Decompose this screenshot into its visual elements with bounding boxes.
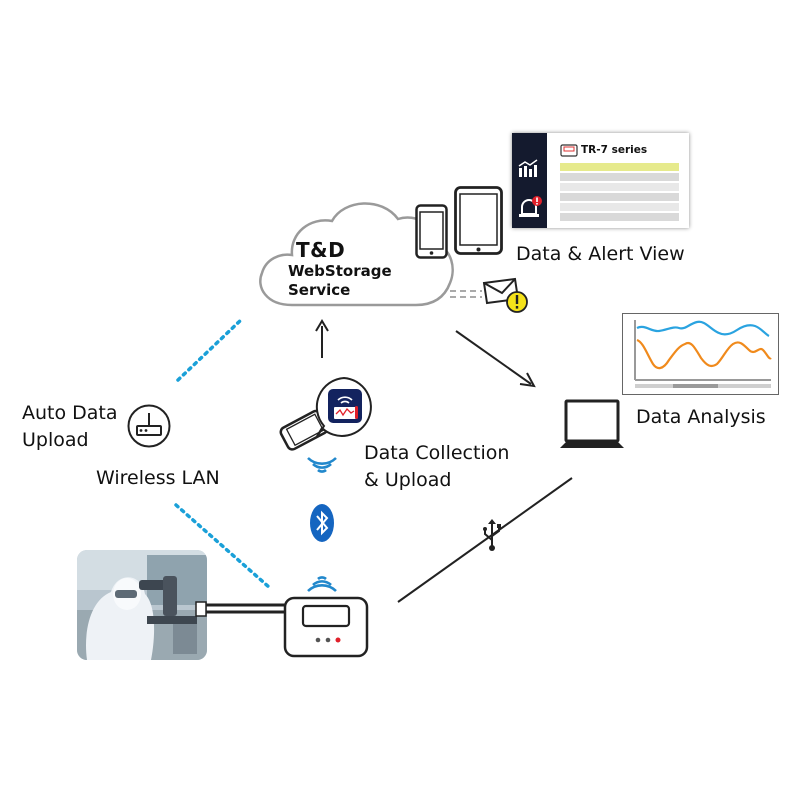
wireless-lan-label: Wireless LAN (96, 467, 220, 489)
bar-chart-icon (518, 159, 538, 177)
alarm-bell-icon (519, 196, 542, 217)
chart-blue-series (636, 320, 770, 337)
cloud-title-line3: Service (288, 281, 351, 299)
logger-mini-icon (560, 144, 578, 157)
table-row (560, 173, 679, 181)
cleanroom-photo (77, 550, 207, 660)
data-analysis-label: Data Analysis (636, 406, 766, 428)
data-collection-label-line1: Data Collection (364, 442, 510, 464)
data-alert-view-label: Data & Alert View (516, 243, 685, 265)
table-row (560, 163, 679, 171)
warning-icon (506, 291, 528, 313)
analysis-chart (634, 320, 772, 388)
usb-link-line (397, 477, 573, 603)
table-row (560, 183, 679, 191)
auto-upload-label-line1: Auto Data (22, 402, 118, 424)
alert-view-sidebar (512, 133, 547, 228)
alert-panel-series-name: TR-7 series (581, 144, 648, 156)
analysis-arrow-head (519, 372, 536, 388)
data-collection-label-line2: & Upload (364, 469, 452, 491)
table-row (560, 203, 679, 211)
table-row (560, 213, 679, 221)
data-logger-device (283, 596, 369, 658)
chart-scrollbar-thumb (673, 384, 718, 388)
smartphone-icon (415, 204, 448, 259)
cloud-icon (259, 202, 454, 307)
device-display (301, 604, 351, 628)
analysis-chart-panel (622, 313, 779, 395)
cloud-title-line1: T&D (296, 238, 346, 262)
alert-panel-table (560, 163, 679, 221)
analysis-arrow-line (455, 330, 532, 385)
upload-arrow-head (315, 319, 329, 332)
laptop-icon (560, 399, 624, 448)
bluetooth-icon (310, 504, 334, 542)
table-row (560, 193, 679, 201)
usb-icon (483, 519, 501, 551)
alert-view-panel: TR-7 series (512, 133, 689, 228)
wifi-icon (307, 457, 337, 473)
auto-upload-label-line2: Upload (22, 429, 89, 451)
wireless-lan-dotted-link (174, 503, 272, 590)
chart-orange-series (636, 338, 772, 370)
auto-upload-dotted-link (176, 316, 245, 382)
router-icon (127, 404, 171, 448)
probe-cables (195, 601, 286, 617)
app-icon-bubble (315, 376, 372, 439)
cloud-title-line2: WebStorage (288, 262, 392, 280)
wifi-icon (307, 576, 337, 592)
tablet-icon (454, 186, 503, 255)
